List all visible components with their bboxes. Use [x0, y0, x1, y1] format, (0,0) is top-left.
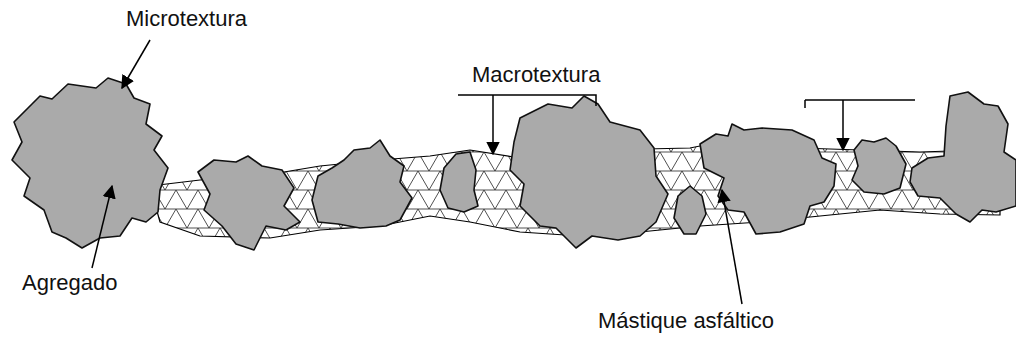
macrotexture-label: Macrotextura [472, 62, 600, 88]
leader-arrows [92, 40, 742, 304]
mastic-label: Mástique asfáltico [598, 308, 774, 334]
aggregate-particles [12, 78, 1016, 250]
aggregate-label: Agregado [22, 270, 117, 296]
macrotexture-bracket [458, 95, 915, 154]
microtexture-label: Microtextura [126, 6, 247, 32]
